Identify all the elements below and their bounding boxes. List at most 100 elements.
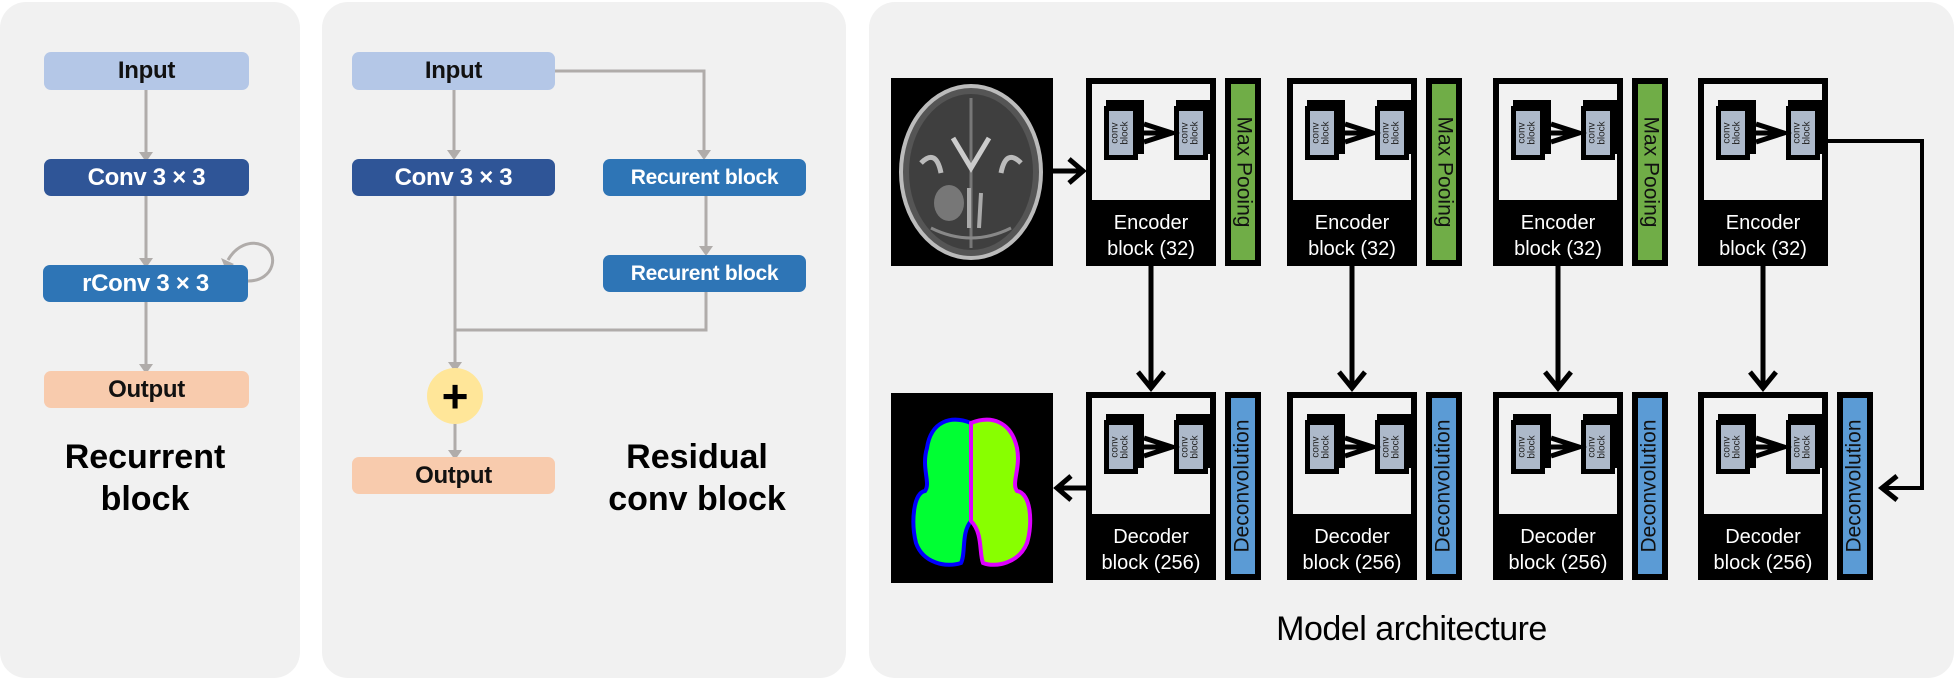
cube-fill — [1380, 425, 1404, 469]
label-line: block (256) — [1713, 552, 1813, 574]
arrowhead — [1053, 474, 1073, 502]
conv-to-conv-arrow — [1143, 121, 1181, 145]
conv-node: Conv 3 × 3 — [352, 159, 555, 196]
deconvolution-layer: Deconvolution — [1632, 392, 1668, 580]
conv-block-label: conv block — [1791, 121, 1813, 145]
conv-to-conv-arrow — [1550, 121, 1588, 145]
max-pooling-bar: Max Pooing — [1432, 84, 1456, 260]
residual-block-caption: Residual conv block — [582, 436, 812, 520]
label-line: block (256) — [1302, 552, 1402, 574]
conv-to-conv-arrow — [1755, 435, 1793, 459]
encoder-block-label: Encoder block (32) — [1493, 210, 1623, 262]
conv-block-label: conv block — [1586, 121, 1608, 145]
deconvolution-bar: Deconvolution — [1432, 398, 1456, 574]
architecture-connectors — [1053, 139, 1924, 502]
deconvolution-bar: Deconvolution — [1843, 398, 1867, 574]
conv-block-label: conv block — [1380, 121, 1402, 145]
conv-block-cube: conv block — [1716, 414, 1756, 474]
conv-to-conv-arrow — [1550, 435, 1588, 459]
conv-block-cube: conv block — [1305, 100, 1345, 160]
label-line: block (32) — [1514, 238, 1602, 260]
recurrent-block-caption: Recurrent block — [40, 436, 250, 520]
conv-block-cube: conv block — [1375, 414, 1415, 474]
arrowhead — [139, 152, 153, 162]
output-segmentation-image — [891, 393, 1053, 583]
arrowhead — [1748, 370, 1778, 392]
conv-block-cube: conv block — [1511, 414, 1551, 474]
cube-fill — [1109, 111, 1133, 155]
label-line: Encoder — [1520, 212, 1596, 234]
recurrent-block-connectors — [139, 90, 274, 374]
conv-block-cube: conv block — [1786, 100, 1826, 160]
conv-block-label: conv block — [1380, 435, 1402, 459]
label-line: Encoder — [1113, 212, 1189, 234]
conv-block-label-wrap: conv block — [1380, 425, 1404, 469]
max-pooling-layer: Max Pooing — [1426, 78, 1462, 266]
conv-block-cube: conv block — [1716, 100, 1756, 160]
recurrent-block-node-2: Recurent block — [603, 255, 806, 292]
recurrent-block-panel: Input Conv 3 × 3 rConv 3 × 3 Output Recu… — [0, 2, 300, 678]
deconvolution-label: Deconvolution — [1638, 419, 1661, 553]
cube-fill — [1109, 425, 1133, 469]
conv-block-cube: conv block — [1104, 414, 1144, 474]
cube-fill — [1721, 111, 1745, 155]
deconvolution-bar: Deconvolution — [1638, 398, 1662, 574]
output-node: Output — [352, 457, 555, 494]
arrowhead — [697, 150, 711, 160]
brain-mri-icon — [899, 84, 1043, 260]
label-line: block (256) — [1101, 552, 1201, 574]
max-pooling-label: Max Pooing — [1232, 116, 1255, 228]
arrowhead — [139, 258, 153, 268]
label-line: Decoder — [1520, 526, 1596, 548]
cube-fill — [1586, 111, 1610, 155]
encoder-block-inner: conv block conv block — [1293, 84, 1415, 200]
label-line: Decoder — [1113, 526, 1189, 548]
conv-to-conv-arrow — [1143, 435, 1181, 459]
arrowhead — [699, 246, 713, 256]
residual-block-panel: Input Conv 3 × 3 Recurent block Recurent… — [322, 2, 846, 678]
max-pooling-layer: Max Pooing — [1225, 78, 1261, 266]
cube-fill — [1516, 111, 1540, 155]
label-line: block (32) — [1107, 238, 1195, 260]
conv-block-label: conv block — [1109, 435, 1131, 459]
conv-block-label-wrap: conv block — [1380, 111, 1404, 155]
arrowhead — [1067, 157, 1087, 185]
caption-line: Residual — [626, 438, 768, 476]
max-pooling-layer: Max Pooing — [1632, 78, 1668, 266]
conv-block-label-wrap: conv block — [1791, 425, 1815, 469]
conv-block-label-wrap: conv block — [1310, 425, 1334, 469]
arrow-recurrent-to-merge — [455, 292, 708, 332]
arrowhead — [448, 362, 462, 372]
max-pooling-label: Max Pooing — [1433, 116, 1456, 228]
conv-to-conv-arrow — [1344, 121, 1382, 145]
input-node: Input — [352, 52, 555, 90]
conv-block-label: conv block — [1179, 121, 1201, 145]
cube-fill — [1380, 111, 1404, 155]
conv-to-conv-arrow — [1344, 435, 1382, 459]
cube-fill — [1791, 111, 1815, 155]
deconvolution-layer: Deconvolution — [1225, 392, 1261, 580]
conv-block-label: conv block — [1791, 435, 1813, 459]
cube-fill — [1310, 425, 1334, 469]
conv-block-label-wrap: conv block — [1586, 111, 1610, 155]
arrowhead — [139, 364, 153, 374]
arrowhead — [1877, 474, 1899, 502]
max-pooling-bar: Max Pooing — [1231, 84, 1255, 260]
cube-fill — [1586, 425, 1610, 469]
decoder-block-inner: conv block conv block — [1293, 398, 1415, 514]
cube-fill — [1179, 425, 1203, 469]
decoder-block-inner: conv block conv block — [1704, 398, 1826, 514]
conv-block-label: conv block — [1516, 435, 1538, 459]
arrowhead — [1337, 370, 1367, 392]
residual-block-connectors — [446, 69, 713, 460]
